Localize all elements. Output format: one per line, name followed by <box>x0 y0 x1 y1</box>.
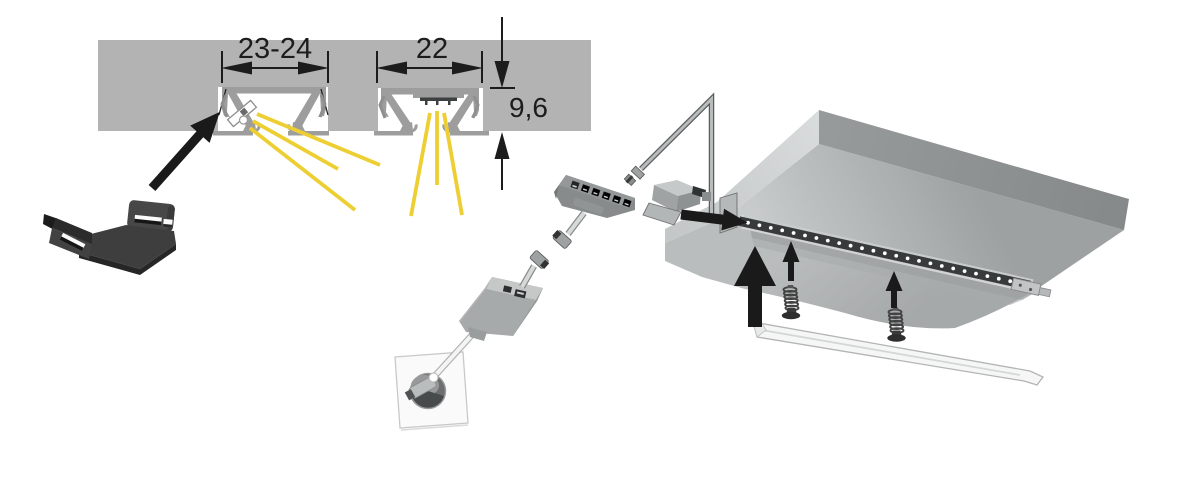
svg-text:23-24: 23-24 <box>238 33 312 65</box>
svg-text:9,6: 9,6 <box>509 92 548 123</box>
svg-text:22: 22 <box>416 33 448 65</box>
